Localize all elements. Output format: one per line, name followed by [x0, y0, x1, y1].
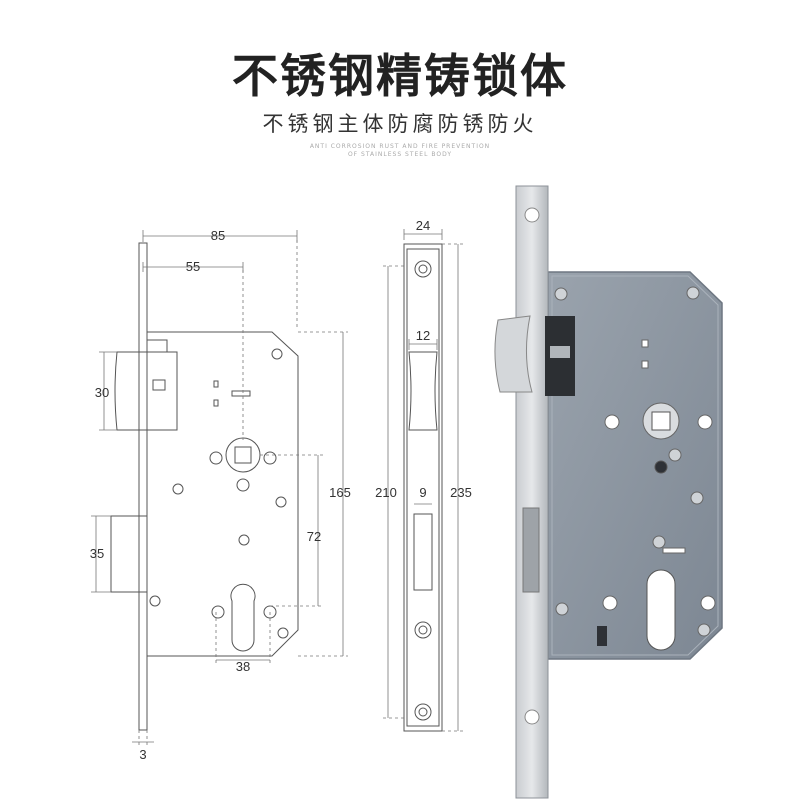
faceplate-front-drawing [403, 243, 443, 732]
caption-line-1: ANTI CORROSION RUST AND FIRE PREVENTION [309, 143, 491, 150]
cylinder-hole [230, 583, 256, 652]
dim-35: 35 [90, 546, 104, 561]
dim-165: 165 [329, 485, 351, 500]
deadbolt-opening [413, 513, 433, 591]
dim-38: 38 [236, 659, 250, 674]
product-title: 不锈钢精铸锁体 [232, 49, 568, 103]
dim-55: 55 [186, 259, 200, 274]
spindle-hub [225, 437, 261, 473]
side-view-drawing [110, 242, 299, 731]
dim-9: 9 [419, 485, 426, 500]
dim-210: 210 [375, 485, 397, 500]
caption-line-2: OF STAINLESS STEEL BODY [347, 151, 453, 158]
lock-body-product-image [494, 185, 723, 799]
dim-24: 24 [416, 218, 430, 233]
dim-72: 72 [307, 529, 321, 544]
faceplate-front-outline [403, 243, 443, 732]
latch-opening [408, 351, 438, 431]
latch-outline [114, 351, 147, 431]
product-subtitle: 不锈钢主体防腐防锈防火 [262, 112, 538, 136]
dim-30: 30 [95, 385, 109, 400]
lock-body-outline [146, 331, 299, 657]
dim-235: 235 [450, 485, 472, 500]
deadbolt-outline [110, 515, 148, 593]
dim-12: 12 [416, 328, 430, 343]
faceplate-outline [138, 242, 148, 731]
dim-3: 3 [139, 747, 146, 762]
dim-85: 85 [211, 228, 225, 243]
